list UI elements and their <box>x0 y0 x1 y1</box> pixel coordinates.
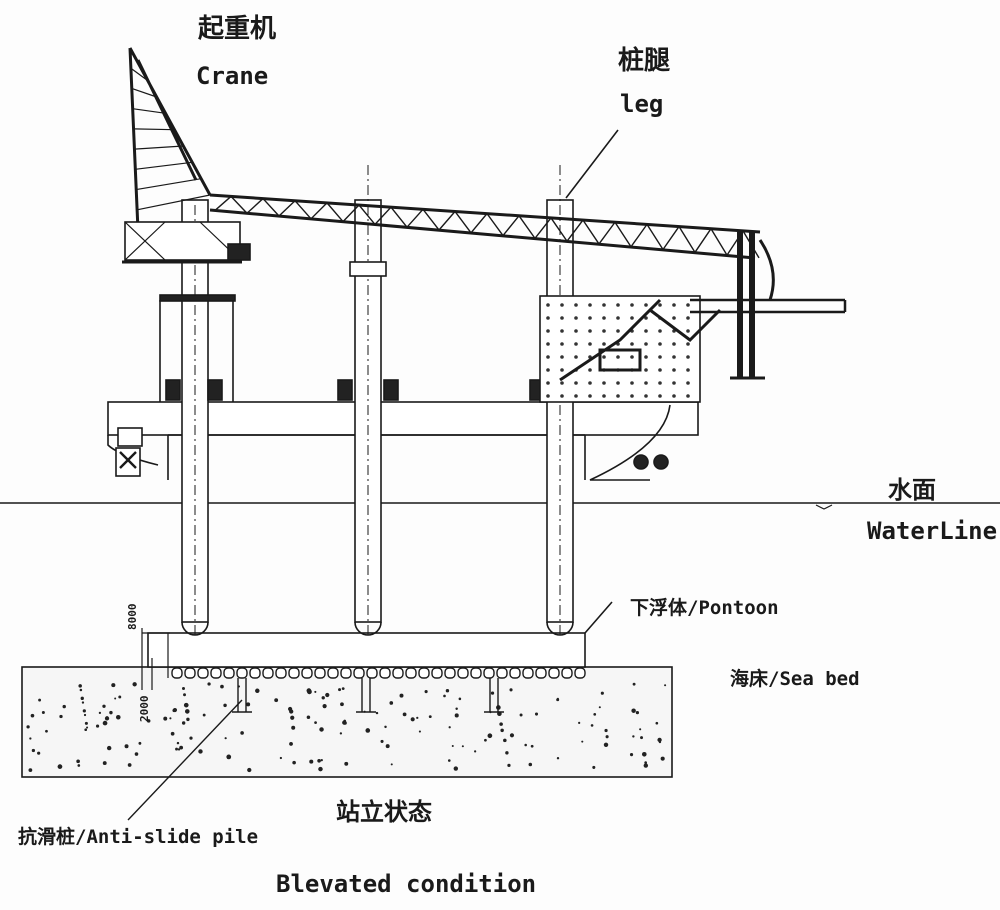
crane-label-en: Crane <box>196 62 269 90</box>
legs <box>159 129 619 636</box>
leg-middle <box>337 165 399 636</box>
state-label-cn: 站立状态 <box>336 798 432 826</box>
seabed <box>21 666 673 778</box>
water-label-cn: 水面 <box>888 476 936 504</box>
pontoon <box>147 601 613 679</box>
leg-left <box>159 199 236 636</box>
state-label-en: Blevated condition <box>276 870 537 898</box>
crane <box>122 47 251 264</box>
leg-right <box>529 129 619 636</box>
dimension-lines <box>141 628 170 690</box>
crane-label-cn: 起重机 <box>198 14 277 44</box>
pontoon-label: 下浮体/Pontoon <box>630 597 779 619</box>
leg-label-en: leg <box>620 90 664 118</box>
truss-boom <box>209 193 847 380</box>
leg-label-cn: 桩腿 <box>618 46 671 76</box>
anti-slide-piles <box>127 678 504 821</box>
dimension-bottom: 2000 <box>138 695 151 723</box>
seabed-label: 海床/Sea bed <box>730 668 860 690</box>
anti-slide-pile-label: 抗滑桩/Anti-slide pile <box>18 826 259 848</box>
deck-equipment <box>539 295 722 403</box>
water-label-en: WaterLine <box>867 517 998 545</box>
dimension-top: 8000 <box>126 603 139 631</box>
